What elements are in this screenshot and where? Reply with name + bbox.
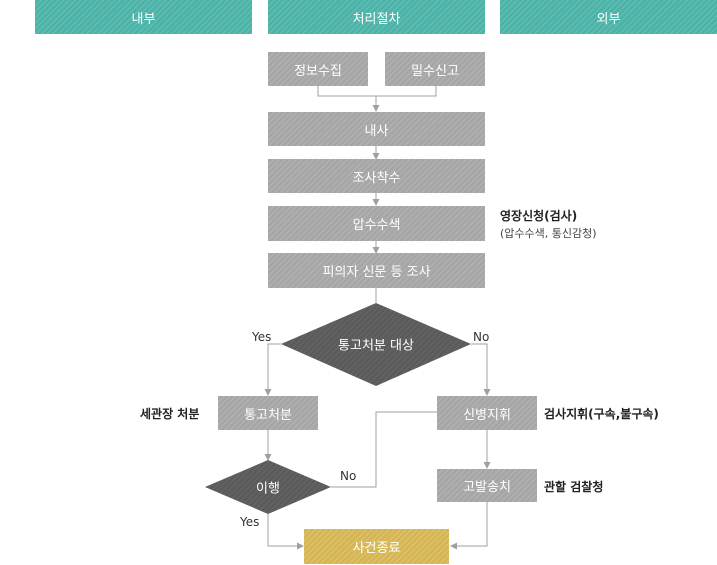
note-prosecutor-direction: 검사지휘(구속,불구속) <box>544 407 659 421</box>
step-secret-report: 밀수신고 <box>385 52 485 86</box>
note-prosecutor-office: 관할 검찰청 <box>544 480 604 494</box>
header-external-label: 외부 <box>596 11 621 27</box>
note-warrant-detail: (압수수색, 통신감청) <box>500 227 597 240</box>
note-customs-chief: 세관장 처분 <box>140 407 200 421</box>
header-internal-label: 내부 <box>131 11 156 27</box>
step-suspect-interrogation-label: 피의자 신문 등 조사 <box>322 265 431 280</box>
step-pre-investigation-label: 내사 <box>364 123 389 139</box>
step-handover-direction: 신병지휘 <box>437 396 537 430</box>
step-referral-label: 고발송치 <box>463 480 511 495</box>
step-case-closed: 사건종료 <box>304 529 449 564</box>
note-warrant-title: 영장신청(검사) <box>500 209 578 223</box>
branch-yes-label: Yes <box>252 330 272 344</box>
step-pre-investigation: 내사 <box>268 112 485 146</box>
step-case-closed-label: 사건종료 <box>352 541 401 556</box>
step-investigation-start-label: 조사착수 <box>352 170 401 186</box>
step-referral: 고발송치 <box>437 469 537 502</box>
branch-no-label: No <box>473 330 490 344</box>
header-internal: 내부 <box>35 0 252 34</box>
step-info-collection: 정보수집 <box>268 52 368 86</box>
step-info-collection-label: 정보수집 <box>294 63 342 79</box>
header-external: 외부 <box>500 0 717 34</box>
step-notice-disposition-label: 통고처분 <box>244 407 292 423</box>
step-search-seizure: 압수수색 <box>268 206 485 241</box>
step-investigation-start: 조사착수 <box>268 159 485 193</box>
step-notice-disposition: 통고처분 <box>218 396 318 430</box>
decision-fulfillment-shape <box>205 460 331 514</box>
decision-fulfillment-label: 이행 <box>256 481 280 497</box>
step-secret-report-label: 밀수신고 <box>411 63 459 79</box>
decision-disposition-shape <box>281 303 471 386</box>
branch-no-label-fulfillment: No <box>340 469 357 483</box>
branch-yes-label-fulfillment: Yes <box>240 515 260 529</box>
step-suspect-interrogation: 피의자 신문 등 조사 <box>268 253 485 288</box>
step-handover-direction-label: 신병지휘 <box>463 407 511 423</box>
decision-disposition-label: 통고처분 대상 <box>338 338 414 354</box>
header-process-label: 처리절차 <box>352 11 401 27</box>
step-search-seizure-label: 압수수색 <box>352 218 401 233</box>
header-process: 처리절차 <box>268 0 485 34</box>
